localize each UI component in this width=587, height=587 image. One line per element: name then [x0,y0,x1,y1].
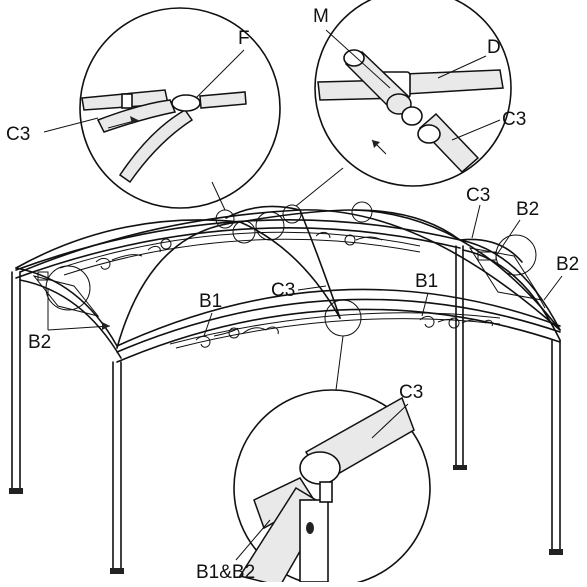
label-c3-detail-right: C3 [502,109,526,130]
leader-detail-f [211,181,226,211]
leader-detail-m-d [295,167,344,207]
leader-b1b2 [235,519,271,561]
leader-c3-ridge-right [471,204,481,239]
leader-c3-bottom-detail [371,403,409,439]
leader-b1-front-right [421,292,429,317]
label-f: F [238,28,250,49]
label-b2-right-top: B2 [516,199,539,220]
detail-circle-b1-b2 [233,389,431,587]
leg-front-left [110,361,124,574]
part-labels: F M D C3 C3 C3 C3 C3 B1 B1 B2 B2 B2 B1&B… [6,6,579,583]
leader-b1-front-left [203,312,213,337]
leader-b2-left-horizontal [47,325,111,331]
gazebo-frame [9,201,563,574]
leader-b2-left-arrowhead [102,322,110,330]
roof-arches [15,205,561,349]
right-side-beam [459,239,561,341]
legs [9,245,563,574]
back-scroll-ornament [95,231,383,270]
leader-m [325,29,391,89]
leader-detail-bottom [335,335,344,391]
label-c3-bottom-detail: C3 [399,382,423,403]
leg-back-left [9,271,23,494]
left-side-beam [15,267,122,359]
detail-circle-m-d [314,0,512,187]
leader-c3-center [297,285,327,291]
detail-circle-f [79,7,281,209]
label-b1-front-right: B1 [415,271,438,292]
label-d: D [487,37,501,58]
label-c3-center: C3 [271,280,295,301]
leader-c3-detail-right [451,119,501,141]
label-c3-ridge-right: C3 [466,185,490,206]
leader-d [437,55,487,79]
front-scroll-ornament [195,315,493,348]
leader-c3-detail-left [43,117,99,133]
leader-f [195,49,245,99]
leg-front-right [549,339,563,555]
label-b2-right-end: B2 [556,254,579,275]
label-b1b2: B1&B2 [196,562,255,582]
leader-b2-right-end [543,275,563,301]
connector-markers [45,201,537,337]
label-b1-front-left: B1 [199,291,222,312]
label-b2-left: B2 [28,332,51,353]
leader-b2-right-top [495,219,521,257]
label-c3-detail-left: C3 [6,124,30,145]
leg-back-right [453,245,467,470]
label-m: M [313,6,329,27]
